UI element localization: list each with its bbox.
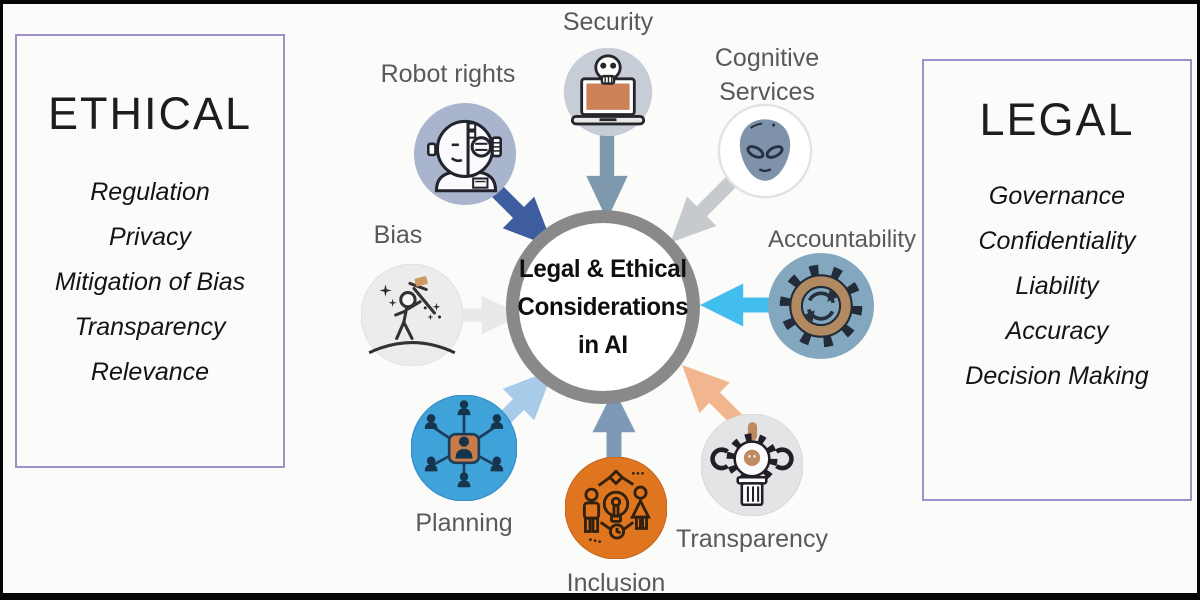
robot-head-icon (414, 103, 516, 205)
accountability-arrow (700, 283, 790, 327)
legal-title: LEGAL (979, 94, 1135, 145)
transparency-label: Transparency (676, 525, 828, 553)
center-circle: Legal & Ethical Considerations in AI (506, 210, 700, 404)
ethical-list: Regulation Privacy Mitigation of Bias Tr… (17, 170, 283, 395)
skull-laptop-icon (563, 47, 653, 137)
ethical-box: ETHICAL Regulation Privacy Mitigation of… (15, 34, 285, 468)
cognitive-services-label: Cognitive Services (714, 44, 820, 106)
planning-label: Planning (415, 509, 513, 537)
robot-rights-label: Robot rights (380, 60, 516, 88)
legal-box: LEGAL Governance Confidentiality Liabili… (922, 59, 1192, 501)
alien-head-icon (717, 103, 813, 199)
legal-list: Governance Confidentiality Liability Acc… (924, 174, 1190, 399)
ethical-item: Regulation (90, 178, 210, 206)
center-title: Legal & Ethical Considerations in AI (517, 255, 689, 359)
bias-label: Bias (373, 221, 423, 249)
legal-item: Liability (1015, 272, 1099, 300)
ethical-item: Mitigation of Bias (54, 268, 246, 296)
ethical-item: Transparency (74, 313, 226, 341)
legal-item: Governance (988, 182, 1126, 210)
legal-item: Accuracy (1005, 317, 1109, 345)
security-label: Security (562, 8, 654, 36)
accountability-label: Accountability (767, 226, 917, 253)
people-idea-icon (565, 457, 667, 559)
cognitive-services-arrow (670, 172, 741, 243)
inclusion-label: Inclusion (566, 569, 666, 597)
ethical-item: Privacy (109, 223, 191, 251)
ethical-item: Relevance (90, 358, 210, 386)
gear-sync-icon (768, 253, 874, 359)
ethical-title: ETHICAL (47, 88, 253, 139)
security-arrow (586, 128, 628, 220)
legal-item: Decision Making (965, 362, 1149, 390)
bias-arrow (437, 295, 523, 335)
gear-wrench-icon (701, 414, 803, 516)
network-people-icon (411, 395, 517, 501)
inclusion-arrow (592, 389, 636, 479)
legal-item: Confidentiality (978, 227, 1136, 255)
figure-pickaxe-icon (361, 264, 463, 366)
